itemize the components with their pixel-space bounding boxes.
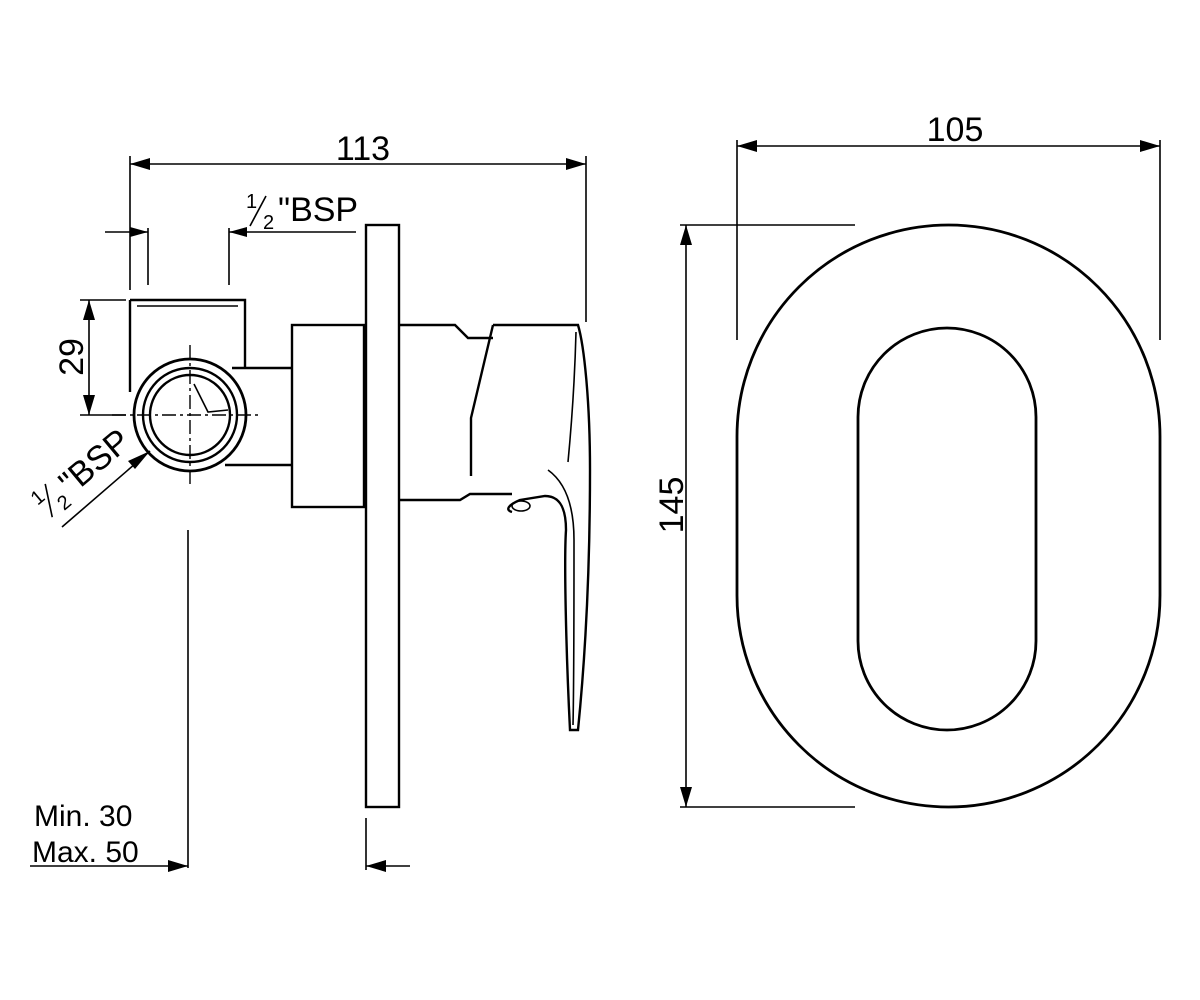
lever-handle-outline	[493, 323, 592, 732]
dim-113-arrow-right	[566, 158, 586, 170]
dim-29-arrow-top	[83, 300, 95, 320]
wall-depth-min: Min. 30	[34, 800, 132, 833]
inlet-port-detail	[193, 383, 229, 413]
lever-handle-front-face	[469, 324, 495, 476]
thread-side-arrow	[128, 451, 150, 469]
cover-plate-front-outer	[735, 223, 1162, 809]
valve-housing	[290, 323, 366, 509]
dim-29-arrow-bottom	[83, 395, 95, 415]
thread-top-denominator: 2	[263, 212, 274, 234]
cover-plate-side	[364, 223, 401, 809]
plate-face-arrow	[366, 860, 386, 872]
cover-plate-front-inner	[856, 326, 1038, 732]
dim-105-label: 105	[927, 111, 984, 149]
side-view: 113 1 2 "BSP 29 1 2 "BSP	[27, 130, 592, 872]
thread-top-arrow-left	[130, 227, 148, 237]
thread-top-numerator: 1	[246, 191, 257, 213]
thread-top-arrow-right	[229, 227, 247, 237]
wall-depth-max: Max. 50	[32, 836, 139, 869]
wall-depth-arrow-left	[168, 860, 188, 872]
dim-29-label: 29	[53, 338, 91, 376]
lever-handle-inner-curve	[547, 331, 577, 726]
thread-side-suffix: "BSP	[52, 422, 138, 503]
front-view: 105 145	[653, 111, 1162, 809]
dim-145-arrow-top	[680, 225, 692, 245]
handle-neck	[399, 323, 512, 502]
lever-pivot	[511, 500, 531, 512]
thread-top-fraction-slash	[249, 195, 267, 227]
dim-105-arrow-right	[1140, 140, 1160, 152]
dim-113-label: 113	[336, 130, 390, 168]
dim-105-arrow-left	[737, 140, 757, 152]
thread-side-fraction-slash	[44, 483, 54, 518]
inlet-block-outline	[130, 298, 247, 368]
thread-top-suffix: "BSP	[278, 191, 358, 229]
dim-113-arrow-left	[130, 158, 150, 170]
dim-145-arrow-bottom	[680, 787, 692, 807]
dim-145-label: 145	[653, 477, 691, 534]
